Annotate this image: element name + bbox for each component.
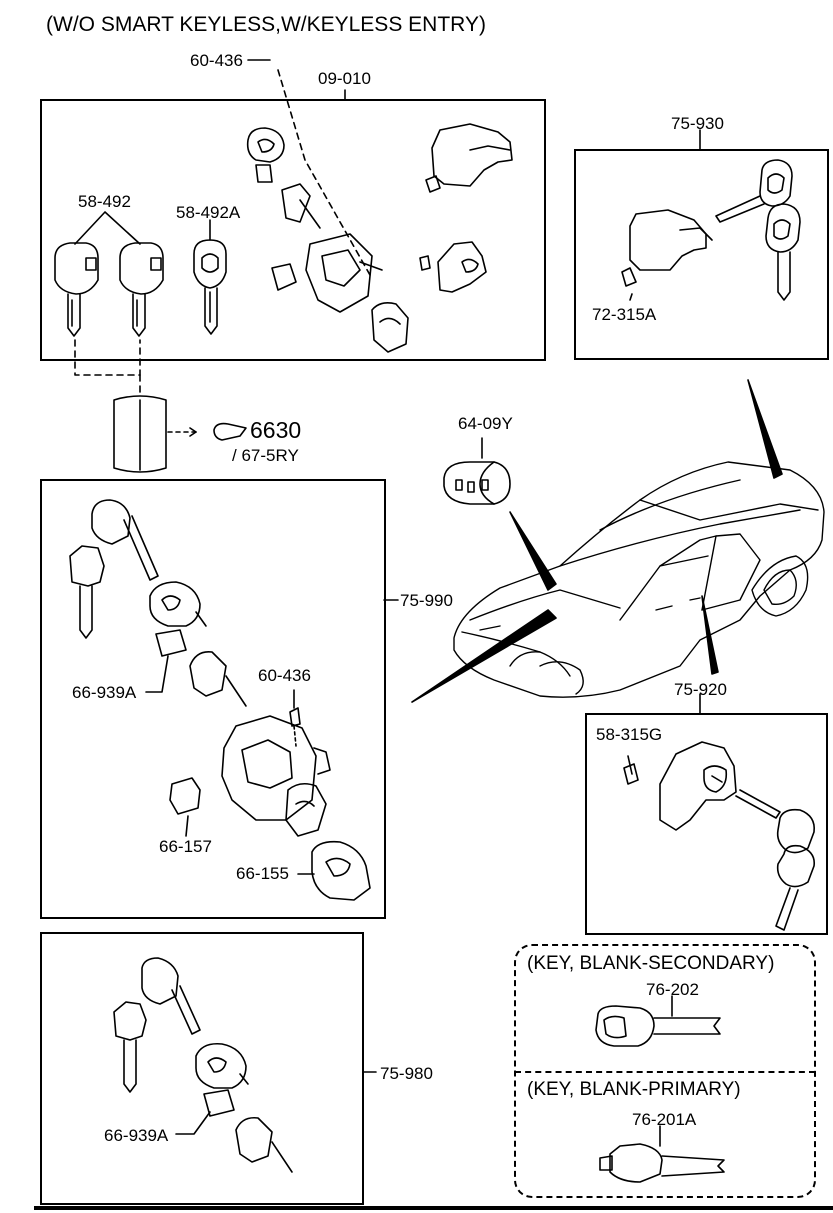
caption-key-blank-secondary: (KEY, BLANK-SECONDARY) [527, 953, 775, 974]
part-label-76-201A: 76-201A [632, 1110, 697, 1129]
reference-page-number[interactable]: 6630 [250, 417, 302, 443]
part-label-60-436-top: 60-436 [190, 51, 243, 70]
part-label-75-990: 75-990 [400, 591, 453, 610]
key-fob-icon [54, 242, 99, 337]
caption-key-blank-primary: (KEY, BLANK-PRIMARY) [527, 1079, 741, 1100]
lock-set-box-75-990 [40, 479, 386, 919]
diagram-title: (W/O SMART KEYLESS,W/KEYLESS ENTRY) [46, 13, 486, 36]
ignition-keys-box [40, 99, 546, 361]
part-label-75-930: 75-930 [671, 114, 724, 133]
blank-keys-divider [515, 1071, 815, 1073]
part-label-58-492: 58-492 [78, 192, 131, 211]
reference-section[interactable]: / 67-5RY [232, 446, 299, 465]
part-label-66-939A-b: 66-939A [104, 1126, 169, 1145]
key-fob-icon [119, 242, 164, 337]
part-label-64-09Y: 64-09Y [458, 414, 513, 433]
part-label-75-920: 75-920 [674, 680, 727, 699]
part-label-76-202: 76-202 [646, 980, 699, 999]
bottom-rule [34, 1206, 833, 1210]
key-icon [193, 239, 227, 335]
part-label-09-010: 09-010 [318, 69, 371, 88]
part-label-72-315A: 72-315A [592, 305, 657, 324]
part-label-66-155: 66-155 [236, 864, 289, 883]
part-label-75-980: 75-980 [380, 1064, 433, 1083]
door-lock-box-75-930 [574, 149, 829, 360]
car-outline [453, 461, 825, 698]
part-label-66-939A-a: 66-939A [72, 683, 137, 702]
door-lock-box-75-920 [585, 713, 828, 935]
part-label-58-315G: 58-315G [596, 725, 663, 744]
part-label-58-492A: 58-492A [176, 203, 241, 222]
part-label-60-436-mid: 60-436 [258, 666, 311, 685]
part-label-66-157: 66-157 [159, 837, 212, 856]
lock-set-box-75-980 [40, 932, 364, 1205]
